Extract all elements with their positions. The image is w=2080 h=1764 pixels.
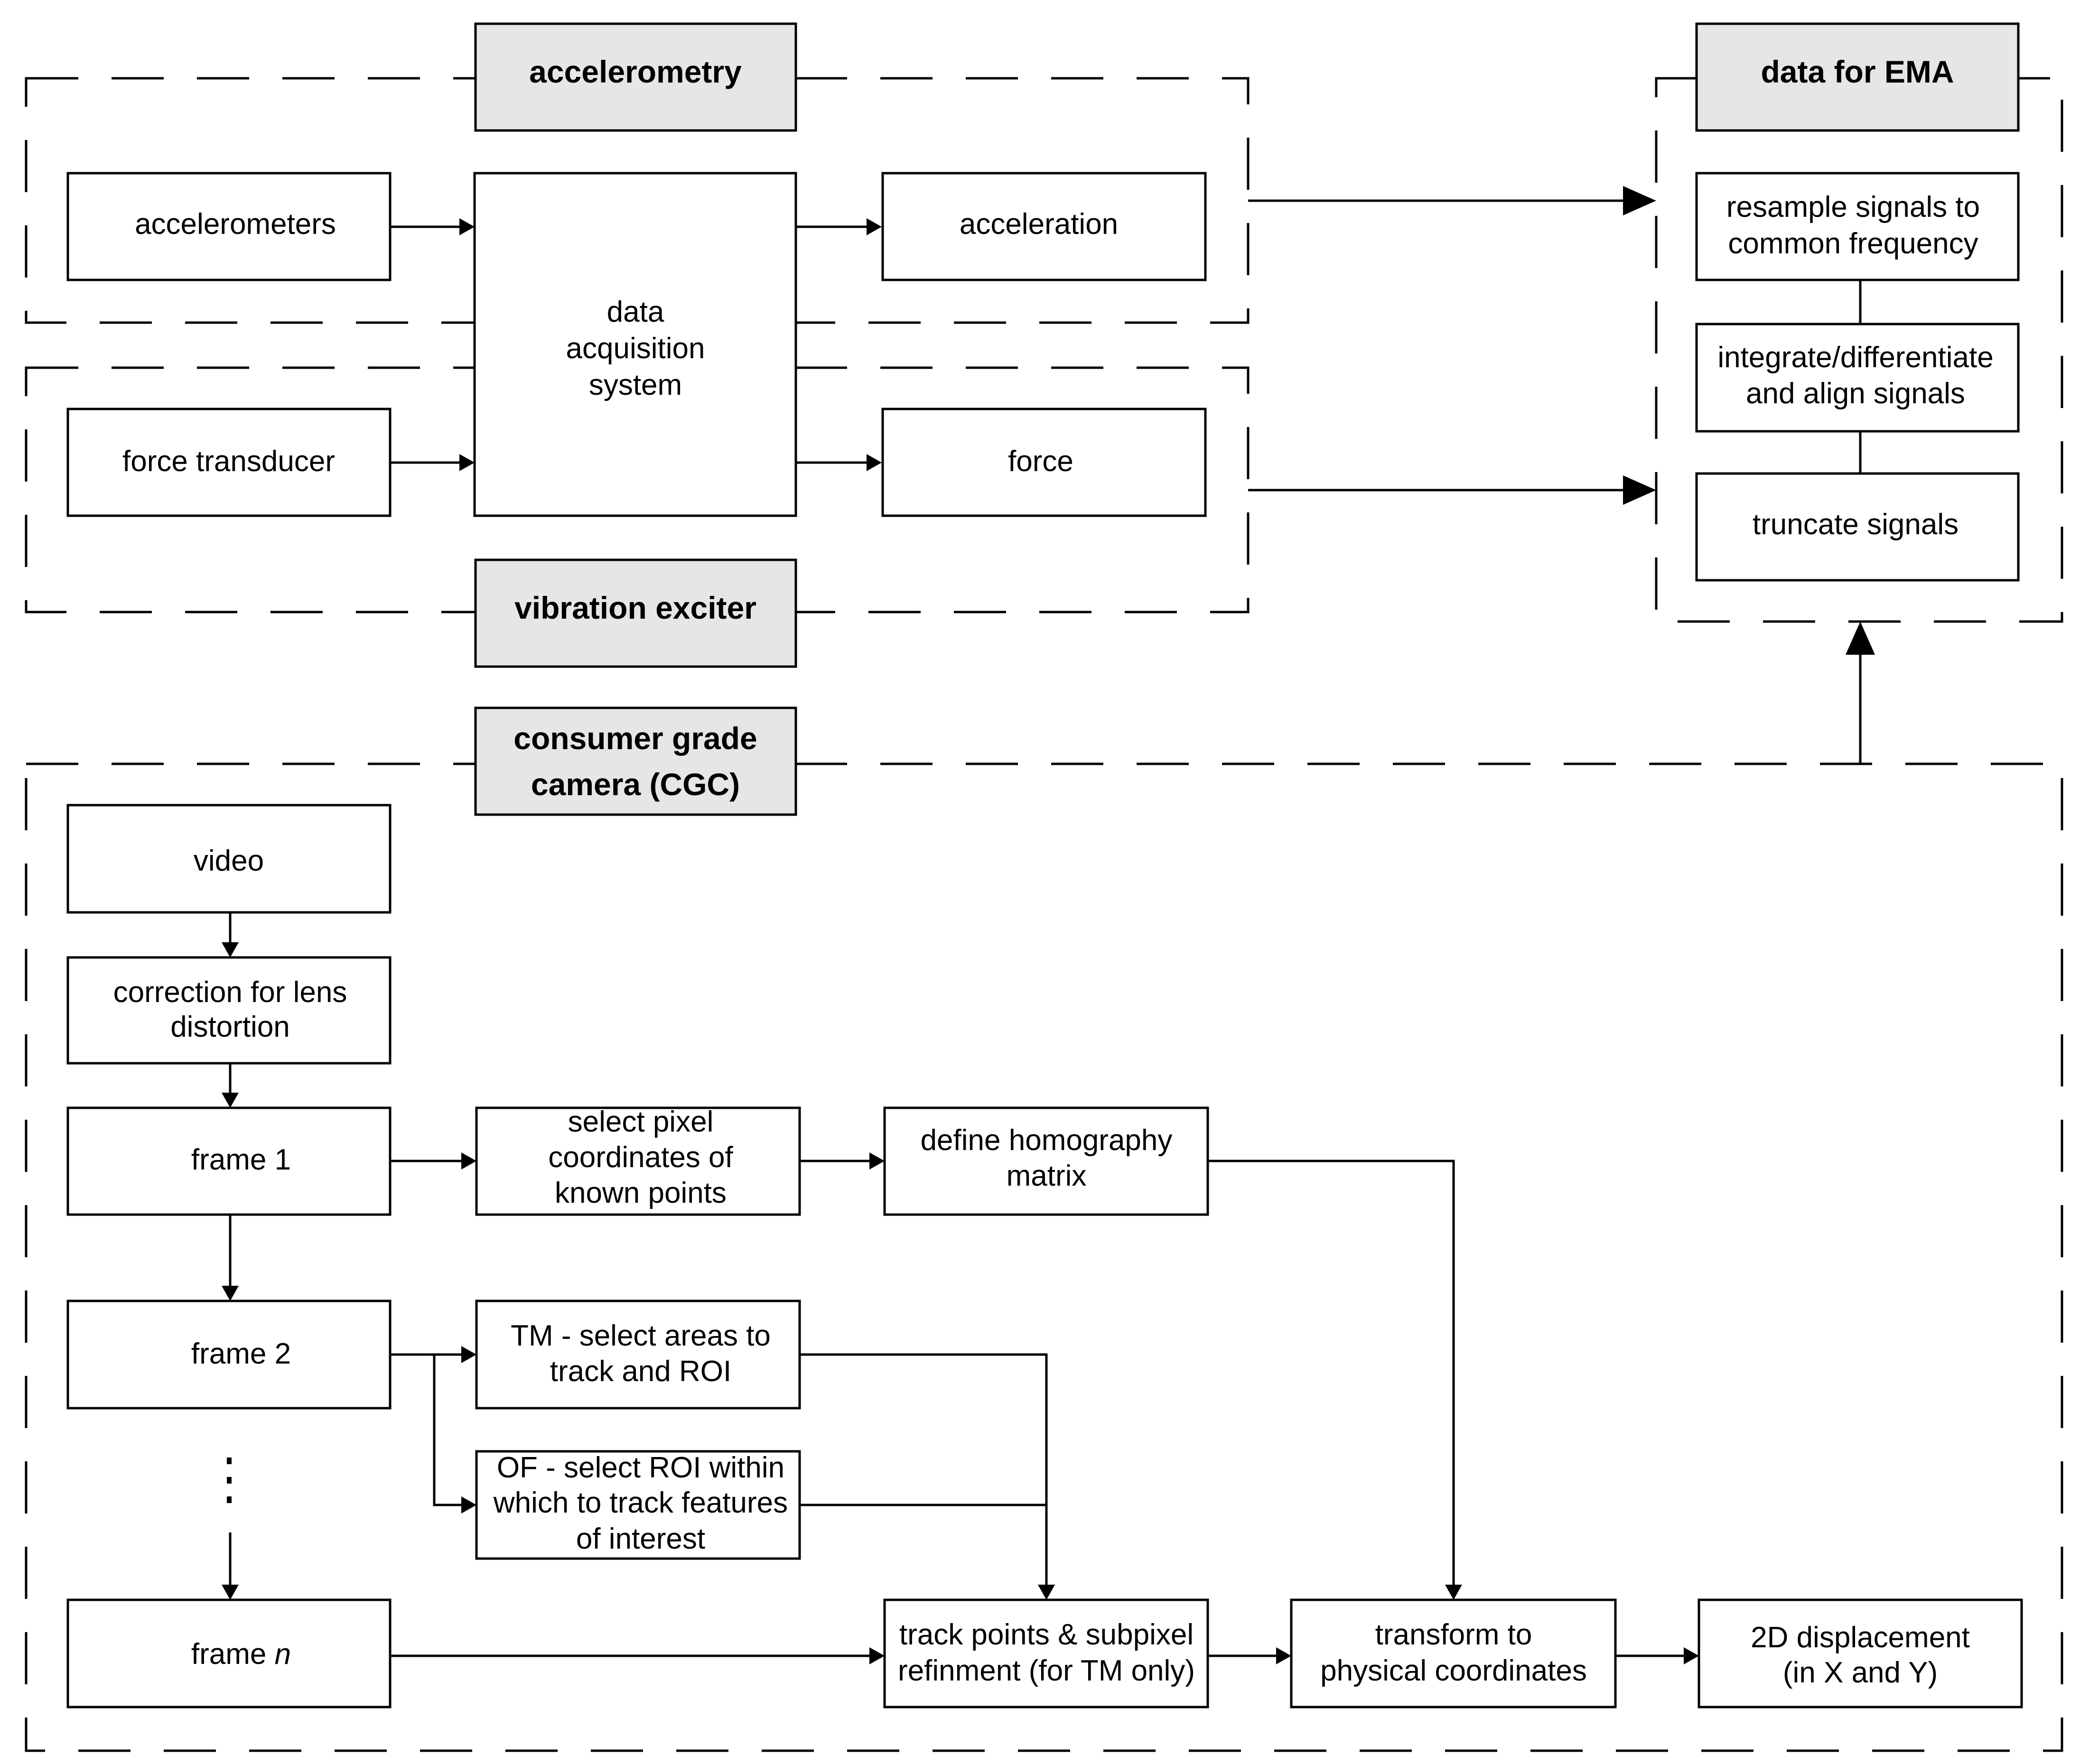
svg-text:of interest: of interest: [576, 1523, 705, 1555]
svg-text:transform to: transform to: [1375, 1618, 1532, 1651]
svg-text:matrix: matrix: [1007, 1160, 1087, 1192]
svg-text:resample signals to: resample signals to: [1726, 191, 1980, 223]
svg-text:track and ROI: track and ROI: [550, 1355, 731, 1388]
svg-text:acceleration: acceleration: [960, 208, 1118, 241]
frame-n-box: frame n: [66, 1598, 392, 1708]
svg-text:camera (CGC): camera (CGC): [531, 767, 740, 802]
svg-text:define homography: define homography: [921, 1124, 1173, 1157]
svg-text:accelerometers: accelerometers: [135, 208, 336, 241]
svg-text:frame 2: frame 2: [191, 1337, 291, 1370]
transform-coordinates-box: transform to physical coordinates: [1290, 1598, 1617, 1708]
svg-text:video: video: [194, 845, 264, 877]
svg-text:OF - select ROI within: OF - select ROI within: [497, 1451, 784, 1484]
svg-text:force: force: [1008, 445, 1073, 478]
connectors: [222, 186, 1875, 1664]
svg-text:force transducer: force transducer: [122, 445, 335, 478]
data-acquisition-system-box: data acquisition system: [473, 172, 797, 517]
svg-text:correction for lens: correction for lens: [113, 976, 347, 1009]
define-homography-box: define homography matrix: [883, 1106, 1209, 1216]
svg-text:frame n: frame n: [191, 1638, 291, 1671]
of-select-roi-box: OF - select ROI within which to track fe…: [475, 1450, 801, 1560]
svg-text:2D displacement: 2D displacement: [1751, 1621, 1970, 1654]
accelerometry-header: accelerometry: [474, 22, 797, 132]
svg-text:integrate/differentiate: integrate/differentiate: [1717, 341, 1993, 374]
frame-2-box: frame 2: [66, 1300, 392, 1410]
svg-text:data for EMA: data for EMA: [1761, 54, 1954, 89]
frame-1-box: frame 1: [66, 1106, 392, 1216]
svg-text:select pixel: select pixel: [568, 1105, 714, 1138]
2d-displacement-box: 2D displacement (in X and Y): [1698, 1598, 2023, 1708]
truncate-signals-box: truncate signals: [1695, 472, 2020, 582]
svg-text:acquisition: acquisition: [566, 332, 705, 365]
svg-text:physical coordinates: physical coordinates: [1320, 1654, 1587, 1687]
select-pixel-coordinates-box: select pixel coordinates of known points: [475, 1105, 801, 1216]
track-points-box: track points & subpixel refinment (for T…: [883, 1598, 1209, 1708]
svg-text:data: data: [607, 296, 664, 328]
svg-text:consumer grade: consumer grade: [513, 721, 757, 756]
svg-text:distortion: distortion: [170, 1011, 290, 1043]
svg-text:which to track features: which to track features: [493, 1486, 788, 1519]
svg-text:TM - select areas to: TM - select areas to: [511, 1319, 771, 1352]
svg-text:coordinates of: coordinates of: [548, 1141, 733, 1174]
svg-text:known points: known points: [555, 1177, 727, 1209]
vibration-exciter-header: vibration exciter: [474, 558, 797, 668]
svg-text:accelerometry: accelerometry: [529, 54, 742, 89]
video-box: video: [66, 804, 392, 914]
resample-signals-box: resample signals to common frequency: [1695, 172, 2020, 281]
cgc-group-frame: [25, 762, 2063, 1752]
tm-select-areas-box: TM - select areas to track and ROI: [475, 1300, 801, 1410]
integrate-differentiate-box: integrate/differentiate and align signal…: [1695, 323, 2020, 433]
ellipsis-dots: [227, 1458, 232, 1503]
acceleration-box: acceleration: [881, 172, 1207, 281]
svg-text:track points & subpixel: track points & subpixel: [899, 1618, 1194, 1651]
ema-header: data for EMA: [1695, 22, 2020, 132]
svg-text:vibration exciter: vibration exciter: [514, 590, 756, 625]
svg-text:refinment (for TM only): refinment (for TM only): [898, 1654, 1195, 1687]
svg-text:system: system: [589, 369, 682, 401]
force-transducer-box: force transducer: [66, 408, 392, 517]
svg-text:frame 1: frame 1: [191, 1143, 291, 1176]
svg-text:common frequency: common frequency: [1728, 227, 1978, 260]
svg-text:truncate signals: truncate signals: [1753, 508, 1959, 541]
cgc-header: consumer grade camera (CGC): [474, 706, 797, 816]
svg-text:and align signals: and align signals: [1746, 377, 1965, 410]
accelerometers-box: accelerometers: [66, 172, 392, 281]
force-box: force: [881, 408, 1207, 517]
lens-correction-box: correction for lens distortion: [66, 956, 392, 1065]
svg-text:(in X and Y): (in X and Y): [1783, 1656, 1938, 1689]
